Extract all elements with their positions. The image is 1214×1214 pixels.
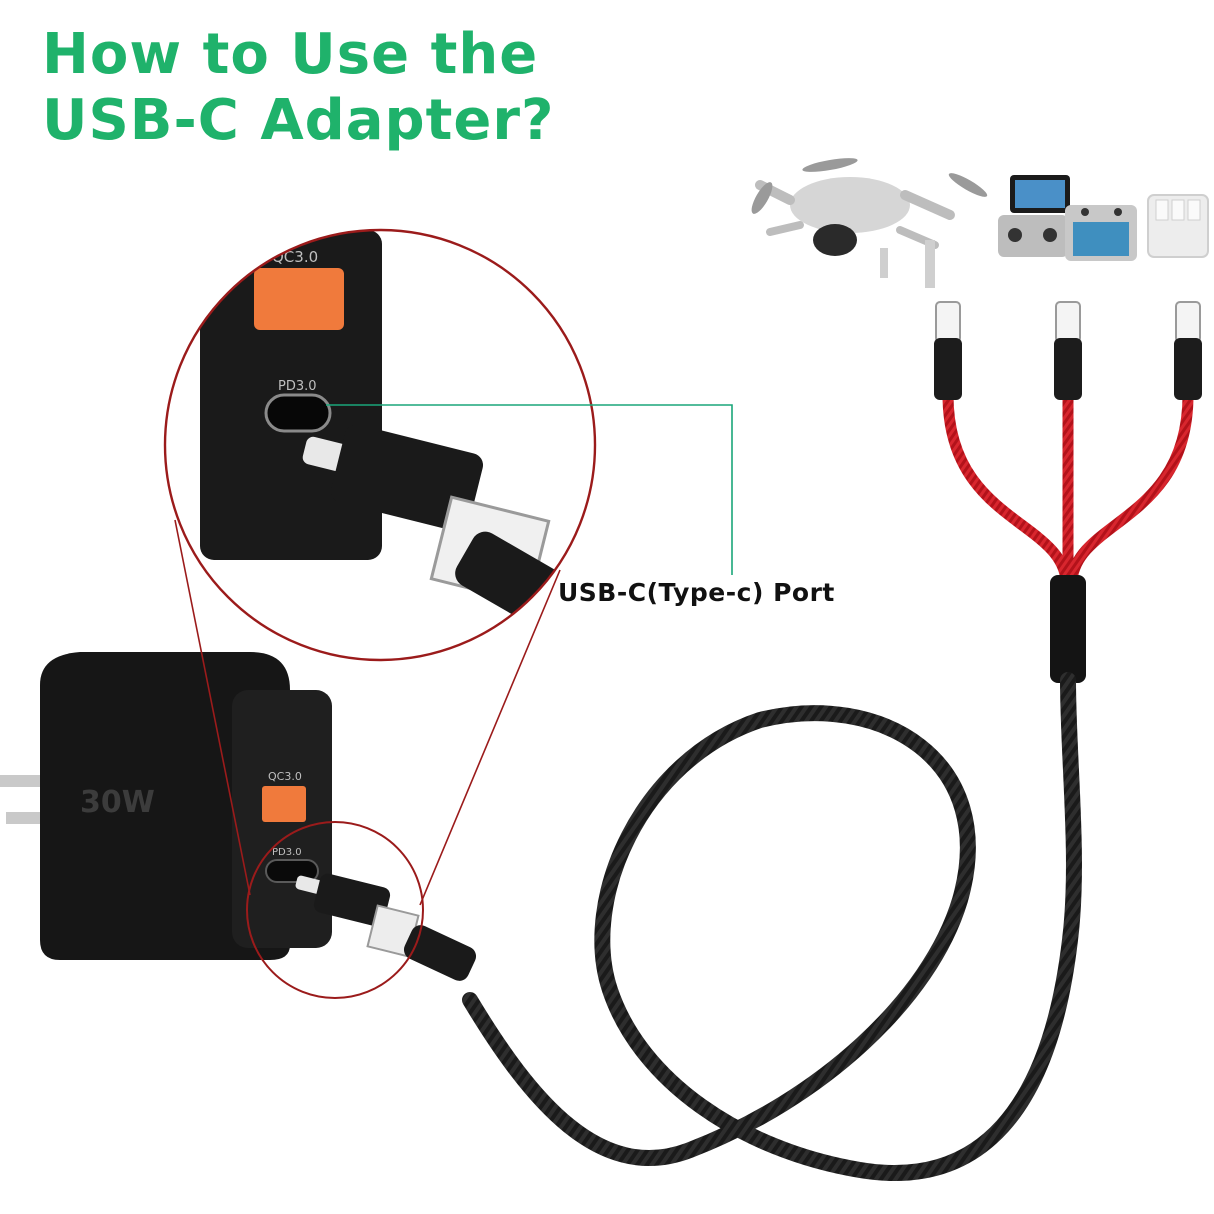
zoom-source-circle <box>246 821 424 999</box>
wall-charger-icon: 30W QC3.0 PD3.0 <box>0 652 332 960</box>
title-line-2: USB-C Adapter? <box>42 88 555 153</box>
callout-line <box>326 404 733 575</box>
zoom-pd-badge: PD3.0 <box>278 379 317 394</box>
remote-controller-icon <box>998 175 1137 261</box>
cable-splitter <box>942 394 1194 683</box>
wattage-text: 30W <box>80 785 155 820</box>
page-title: How to Use the USB-C Adapter? <box>42 22 554 154</box>
magnifier-circle-icon: QC3.0 PD3.0 <box>165 230 595 660</box>
qc-badge: QC3.0 <box>268 770 302 783</box>
braided-cable <box>462 672 1082 1182</box>
title-line-1: How to Use the <box>42 22 539 87</box>
zoom-qc-badge: QC3.0 <box>272 248 318 266</box>
charging-hub-icon <box>1147 194 1209 258</box>
zoom-target-circle <box>163 228 597 662</box>
usb-c-to-usb-a-adapter-icon <box>295 873 477 981</box>
port-callout-label: USB-C(Type-c) Port <box>558 578 835 607</box>
drone-icon <box>751 158 988 288</box>
usb-c-connector-icon <box>934 301 1202 400</box>
pd-badge: PD3.0 <box>272 847 302 858</box>
